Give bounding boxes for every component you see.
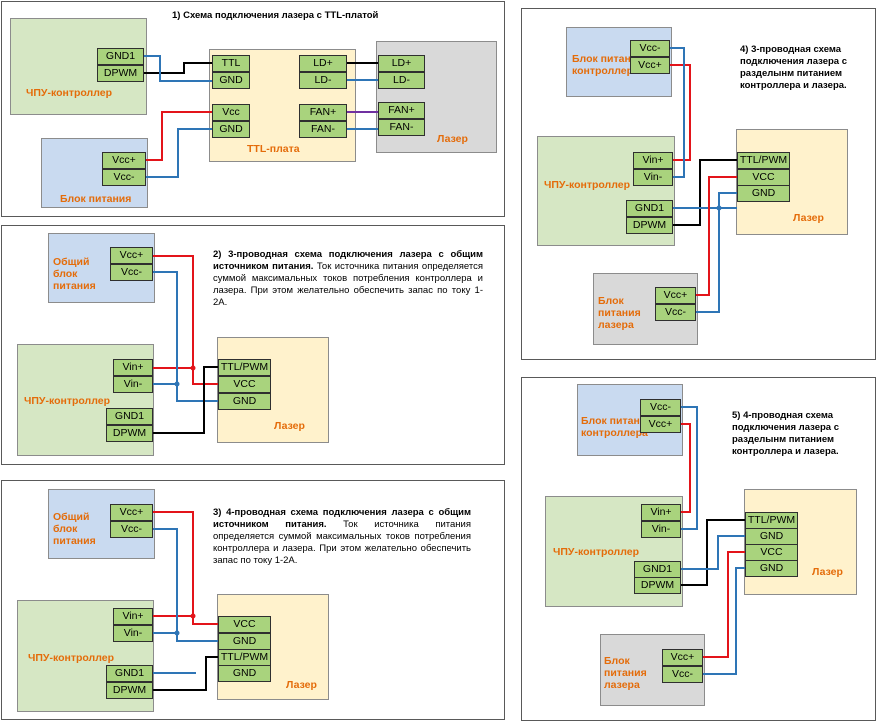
ttl-terminal-gnd2: GND xyxy=(212,121,250,138)
panel2-title-bold: 2) 3-проводная схема подключения лазера … xyxy=(213,249,483,272)
laser-label: Лазер xyxy=(286,679,317,691)
terminal-vcc-plus: Vcc+ xyxy=(102,152,146,169)
ttl-terminal-fan-minus: FAN- xyxy=(299,121,347,138)
controller-label: ЧПУ-контроллер xyxy=(544,179,630,191)
terminal-vcc-minus: Vcc- xyxy=(110,264,153,281)
laser-terminal-vcc: VCC xyxy=(745,544,798,561)
terminal-dpwm: DPWM xyxy=(106,682,153,699)
terminal-dpwm: DPWM xyxy=(97,65,144,82)
ttl-terminal-fan-plus: FAN+ xyxy=(299,104,347,121)
laser-terminal-gnd: GND xyxy=(218,393,271,410)
terminal-vcc-plus: Vcc+ xyxy=(640,416,681,433)
terminal-vcc-minus: Vcc- xyxy=(630,40,670,57)
laser-terminal-gnd: GND xyxy=(745,528,798,545)
terminal-vcc-minus: Vcc- xyxy=(102,169,146,186)
laser-terminal-ld-plus: LD+ xyxy=(378,55,425,72)
laser-label: Лазер xyxy=(437,133,468,145)
terminal-dpwm: DPWM xyxy=(106,425,153,442)
panel4-title-bold: 4) 3-проводная схема подключения лазера … xyxy=(740,44,847,91)
terminal-vin-plus: Vin+ xyxy=(633,152,673,169)
laser-label: Лазер xyxy=(793,212,824,224)
common-psu-label: Общий блок питания xyxy=(53,256,96,292)
terminal-vin-plus: Vin+ xyxy=(113,608,153,625)
panel5-title: 5) 4-проводная схема подключения лазера … xyxy=(732,410,857,458)
ttl-terminal-ld-minus: LD- xyxy=(299,72,347,89)
terminal-vin-minus: Vin- xyxy=(641,521,681,538)
ttl-board-label: TTL-плата xyxy=(247,143,300,155)
terminal-gnd1: GND1 xyxy=(626,200,673,217)
terminal-vin-plus: Vin+ xyxy=(113,359,153,376)
terminal-vcc-plus: Vcc+ xyxy=(110,504,153,521)
laser-label: Лазер xyxy=(812,566,843,578)
terminal-vin-minus: Vin- xyxy=(633,169,673,186)
controller-label: ЧПУ-контроллер xyxy=(28,652,114,664)
panel3-title: 3) 4-проводная схема подключения лазера … xyxy=(213,507,471,567)
ttl-terminal-ttl: TTL xyxy=(212,55,250,72)
laser-psu-label: Блок питания лазера xyxy=(598,295,641,331)
ttl-terminal-vcc: Vcc xyxy=(212,104,250,121)
laser-terminal-gnd2: GND xyxy=(745,560,798,577)
terminal-vcc-plus: Vcc+ xyxy=(630,57,670,74)
controller-label: ЧПУ-контроллер xyxy=(553,546,639,558)
terminal-dpwm: DPWM xyxy=(634,577,681,594)
panel5-title-bold: 5) 4-проводная схема подключения лазера … xyxy=(732,410,839,457)
panel3-title-bold: 3) 4-проводная схема подключения лазера … xyxy=(213,507,471,530)
ttl-terminal-gnd: GND xyxy=(212,72,250,89)
terminal-gnd1: GND1 xyxy=(106,408,153,425)
controller-psu-label: Блок питания контроллера xyxy=(572,53,644,77)
laser-terminal-ld-minus: LD- xyxy=(378,72,425,89)
laser-terminal-gnd: GND xyxy=(737,185,790,202)
terminal-vin-minus: Vin- xyxy=(113,376,153,393)
controller-label: ЧПУ-контроллер xyxy=(24,395,110,407)
terminal-vcc-plus: Vcc+ xyxy=(110,247,153,264)
terminal-gnd1: GND1 xyxy=(634,561,681,578)
laser-terminal-gnd2: GND xyxy=(218,665,271,682)
controller-psu-label: Блок питания контроллера xyxy=(581,415,653,439)
laser-psu-label: Блок питания лазера xyxy=(604,655,647,691)
panel2-title: 2) 3-проводная схема подключения лазера … xyxy=(213,249,483,309)
laser-terminal-vcc: VCC xyxy=(737,169,790,186)
laser-terminal-fan-plus: FAN+ xyxy=(378,102,425,119)
terminal-vcc-minus: Vcc- xyxy=(662,666,703,683)
terminal-vcc-minus: Vcc- xyxy=(110,521,153,538)
laser-terminal-fan-minus: FAN- xyxy=(378,119,425,136)
common-psu-label: Общий блок питания xyxy=(53,511,96,547)
panel2-title-rest: Ток источника питания определяется суммо… xyxy=(213,261,484,308)
terminal-vcc-minus: Vcc- xyxy=(655,304,696,321)
laser-terminal-vcc: VCC xyxy=(218,616,271,633)
laser-terminal-ttl-pwm: TTL/PWM xyxy=(218,649,271,666)
laser-terminal-ttl-pwm: TTL/PWM xyxy=(218,359,271,376)
terminal-vcc-plus: Vcc+ xyxy=(655,287,696,304)
laser-terminal-gnd: GND xyxy=(218,633,271,650)
laser-terminal-ttl-pwm: TTL/PWM xyxy=(737,152,790,169)
laser-terminal-ttl-pwm: TTL/PWM xyxy=(745,512,798,529)
controller-label: ЧПУ-контроллер xyxy=(26,87,112,99)
psu-label: Блок питания xyxy=(60,193,132,205)
terminal-gnd1: GND1 xyxy=(97,48,144,65)
terminal-vcc-plus: Vcc+ xyxy=(662,649,703,666)
terminal-vcc-minus: Vcc- xyxy=(640,399,681,416)
ttl-terminal-ld-plus: LD+ xyxy=(299,55,347,72)
terminal-gnd1: GND1 xyxy=(106,665,153,682)
panel3-title-rest: Ток источника питания определяется суммо… xyxy=(213,519,471,566)
terminal-vin-plus: Vin+ xyxy=(641,504,681,521)
panel4-title: 4) 3-проводная схема подключения лазера … xyxy=(740,44,865,92)
laser-terminal-vcc: VCC xyxy=(218,376,271,393)
panel1-title: 1) Схема подключения лазера с TTL-платой xyxy=(172,10,379,21)
laser-label: Лазер xyxy=(274,420,305,432)
terminal-dpwm: DPWM xyxy=(626,217,673,234)
terminal-vin-minus: Vin- xyxy=(113,625,153,642)
